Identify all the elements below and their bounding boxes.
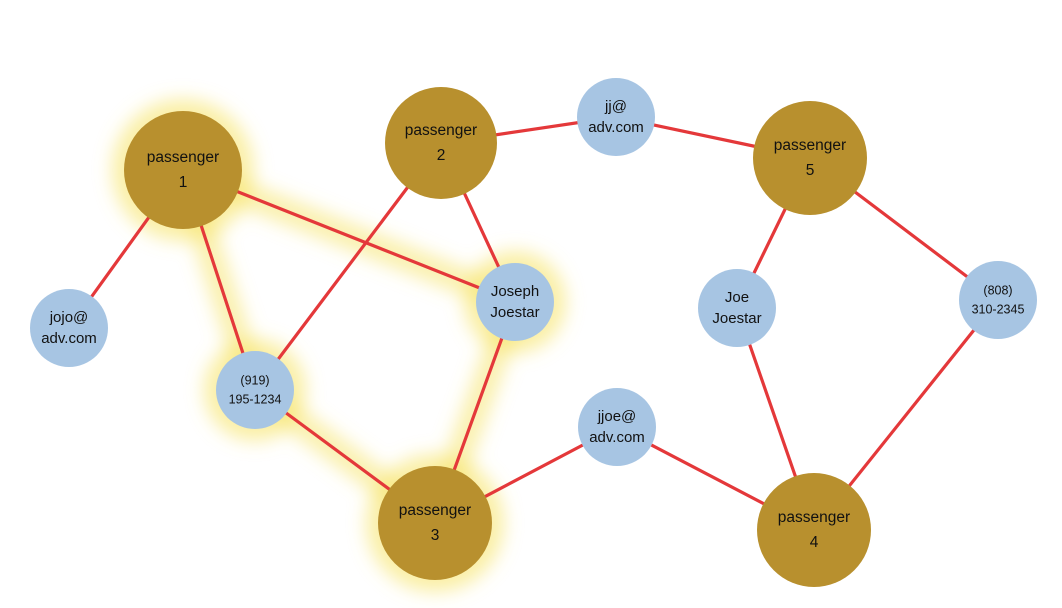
node-label-p3-line2: 3 xyxy=(431,527,440,544)
node-label-joe-line1: Joe xyxy=(725,289,749,306)
node-label-p4-line2: 4 xyxy=(810,534,819,551)
node-label-ph808-line1: (808) xyxy=(983,284,1012,298)
node-circle-p5 xyxy=(753,101,867,215)
node-p4: passenger 4 xyxy=(757,473,871,587)
node-label-p3-line1: passenger xyxy=(399,502,471,519)
node-label-p1-line2: 1 xyxy=(179,174,188,191)
node-circle-joe xyxy=(698,269,776,347)
node-label-jojo-line1: jojo@ xyxy=(49,309,89,326)
edge-p1-joseph xyxy=(181,168,517,304)
node-circle-joseph xyxy=(476,263,554,341)
node-label-joseph-line2: Joestar xyxy=(490,304,539,321)
node-label-ph919-line1: (919) xyxy=(240,374,269,388)
node-ph919: (919) 195-1234 xyxy=(216,351,294,429)
node-jj: jj@ adv.com xyxy=(577,78,655,156)
node-jjoe: jjoe@ adv.com xyxy=(578,388,656,466)
node-p1: passenger 1 xyxy=(124,111,242,229)
node-layer: passenger 1 passenger 2 passenger 3 passenger 4… xyxy=(30,78,1037,587)
node-label-p4-line1: passenger xyxy=(778,509,850,526)
node-jojo: jojo@ adv.com xyxy=(30,289,108,367)
node-label-p2-line1: passenger xyxy=(405,122,477,139)
node-circle-p4 xyxy=(757,473,871,587)
node-circle-jojo xyxy=(30,289,108,367)
node-label-joe-line2: Joestar xyxy=(712,310,761,327)
node-label-jj-line1: jj@ xyxy=(604,98,627,115)
node-circle-ph919 xyxy=(216,351,294,429)
node-label-joseph-line1: Joseph xyxy=(491,283,539,300)
node-ph808: (808) 310-2345 xyxy=(959,261,1037,339)
node-label-p5-line1: passenger xyxy=(774,137,846,154)
node-circle-p3 xyxy=(378,466,492,580)
node-label-jj-line2: adv.com xyxy=(588,119,644,136)
node-circle-jj xyxy=(577,78,655,156)
node-label-p2-line2: 2 xyxy=(437,147,446,164)
node-circle-p2 xyxy=(385,87,497,199)
node-circle-p1 xyxy=(124,111,242,229)
node-label-jjoe-line1: jjoe@ xyxy=(597,408,637,425)
node-label-p1-line1: passenger xyxy=(147,149,219,166)
node-circle-jjoe xyxy=(578,388,656,466)
node-p5: passenger 5 xyxy=(753,101,867,215)
node-label-jojo-line2: adv.com xyxy=(41,330,97,347)
node-label-jjoe-line2: adv.com xyxy=(589,429,645,446)
node-p2: passenger 2 xyxy=(385,87,497,199)
node-label-ph808-line2: 310-2345 xyxy=(972,303,1025,317)
node-circle-ph808 xyxy=(959,261,1037,339)
node-p3: passenger 3 xyxy=(378,466,492,580)
node-label-p5-line2: 5 xyxy=(806,162,815,179)
node-label-ph919-line2: 195-1234 xyxy=(229,393,282,407)
